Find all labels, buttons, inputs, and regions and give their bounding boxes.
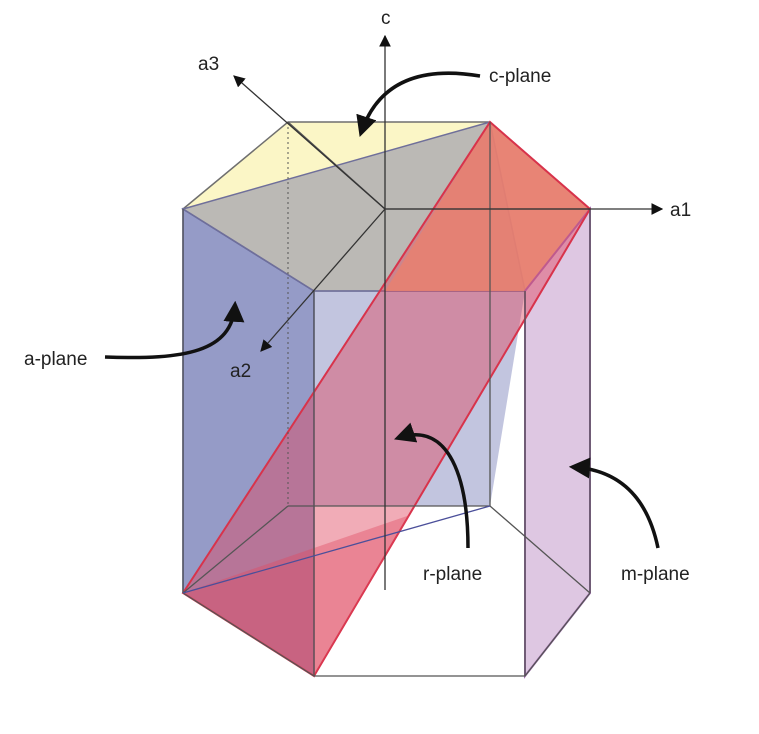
a3-axis-label: a3 [198,54,219,75]
a2-axis [260,208,386,352]
m-plane-arrow [568,457,660,549]
r-plane-label: r-plane [423,564,482,585]
a1-axis-label: a1 [670,200,691,221]
r-plane-lower-triangle [183,515,410,676]
a-plane-arrow [104,300,245,360]
orange-face [385,122,590,291]
a3-axis [233,75,386,210]
c-axis-label: c [381,8,391,29]
r-plane-arrow [394,422,470,549]
a2-axis-label: a2 [230,361,251,382]
c-plane-label: c-plane [489,66,551,87]
back-face [314,291,525,506]
a-plane-label: a-plane [24,349,87,370]
c-plane-arrow [356,71,481,137]
m-plane-label: m-plane [621,564,690,585]
